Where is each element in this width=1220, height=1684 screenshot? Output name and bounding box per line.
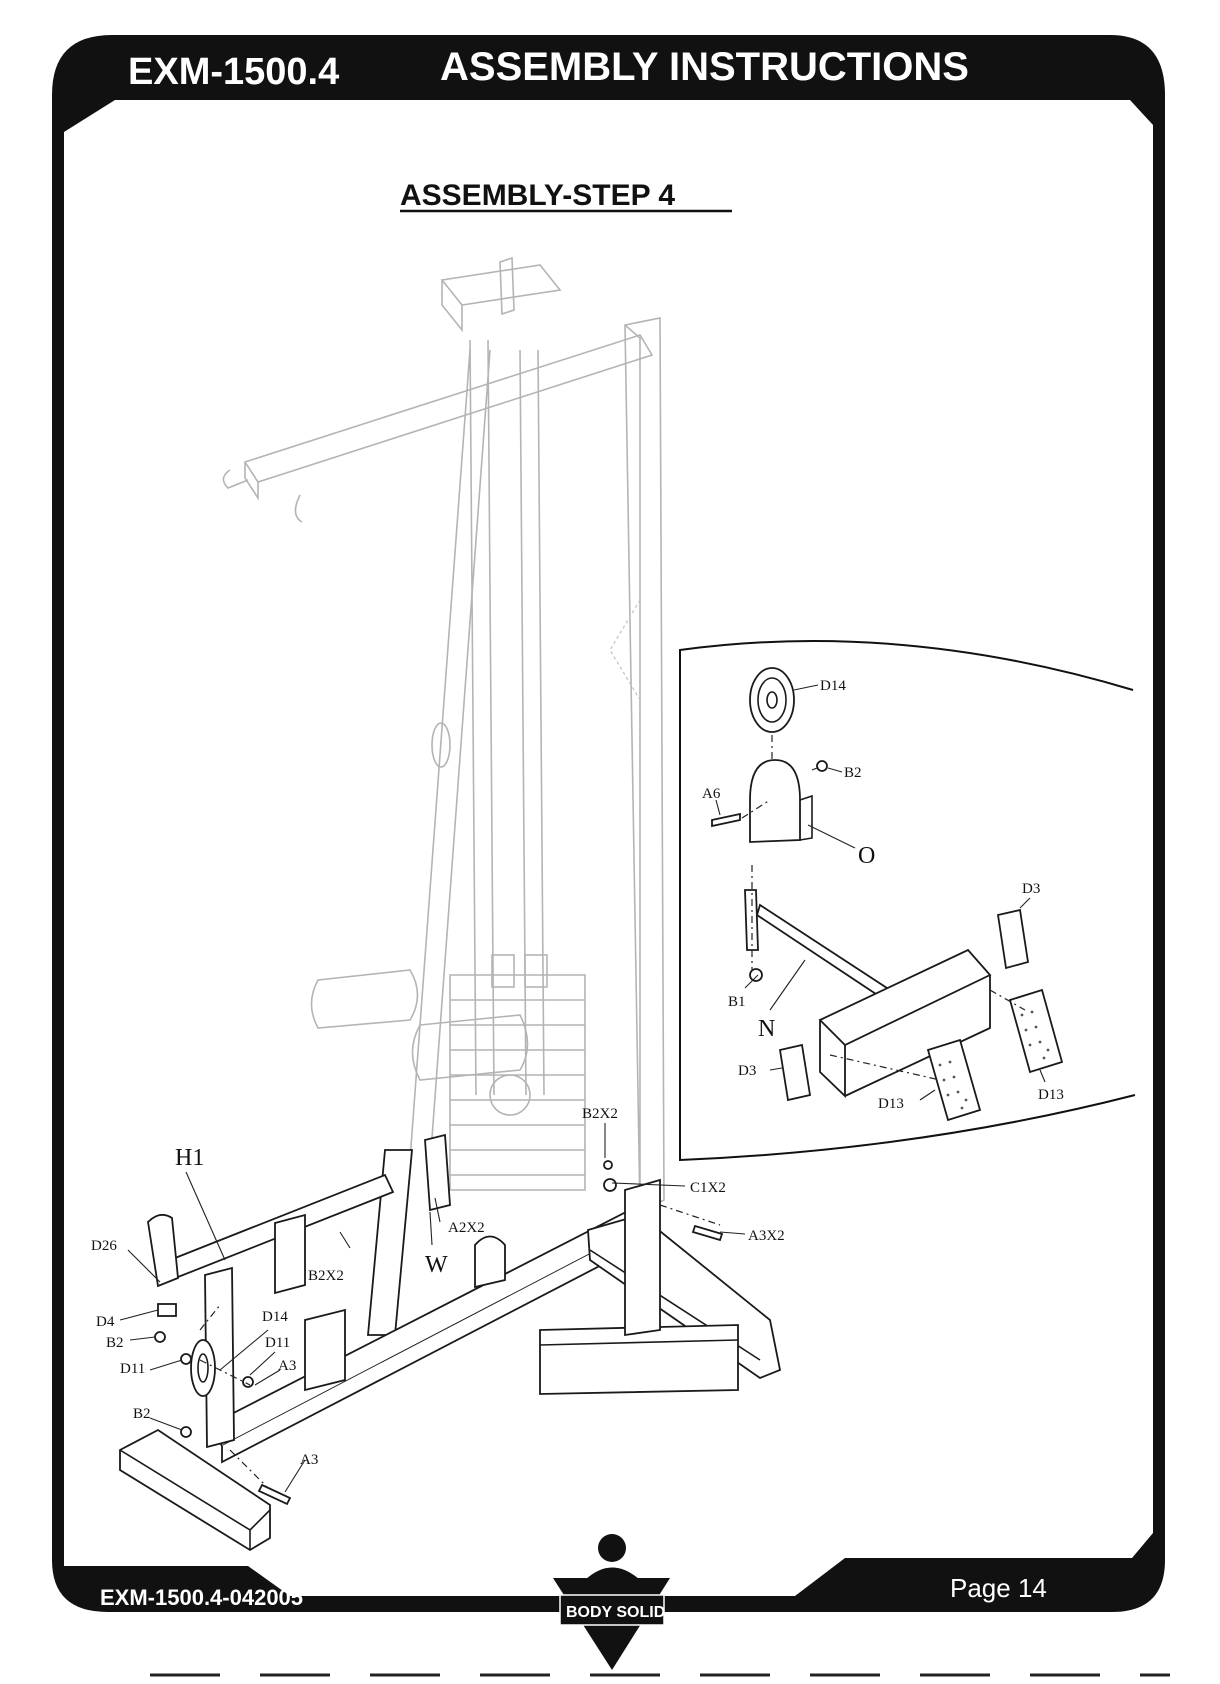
step-title: ASSEMBLY-STEP 4 [400, 179, 675, 212]
leader-lines [119, 684, 1046, 1493]
label-h1: H1 [175, 1145, 204, 1171]
header-title: ASSEMBLY INSTRUCTIONS [440, 45, 969, 89]
label-w: W [425, 1252, 448, 1278]
logo-text: BODY SOLID [566, 1604, 665, 1621]
label-b2-left: B2 [106, 1335, 124, 1351]
label-d14-detail: D14 [820, 678, 846, 694]
body-solid-logo: BODY SOLID [553, 1534, 670, 1670]
label-d11-a: D11 [265, 1335, 290, 1351]
label-a6: A6 [702, 786, 721, 802]
label-b2-bottom: B2 [133, 1406, 151, 1422]
label-d14-main: D14 [262, 1309, 288, 1325]
footer-page-label: Page 14 [950, 1573, 1047, 1603]
detail-parts [711, 667, 1064, 1122]
label-b1: B1 [728, 994, 746, 1010]
label-d13-right: D13 [1038, 1087, 1064, 1103]
label-a2x2: A2X2 [448, 1220, 485, 1236]
label-b2x2-mid: B2X2 [308, 1268, 344, 1284]
label-a3-bottom: A3 [300, 1452, 318, 1468]
label-c1x2: C1X2 [690, 1180, 726, 1196]
label-b2-detail: B2 [844, 765, 862, 781]
label-a3-a: A3 [278, 1358, 296, 1374]
ghost-frame [222, 256, 665, 1214]
label-d3-bottom: D3 [738, 1063, 756, 1079]
label-d13-left: D13 [878, 1096, 904, 1112]
label-d11-b: D11 [120, 1361, 145, 1377]
callout-labels: D14 B2 A6 O D3 B1 N D3 D13 D13 B2X2 C1X2… [91, 678, 1064, 1468]
label-d3-top: D3 [1022, 881, 1040, 897]
label-d4: D4 [96, 1314, 115, 1330]
label-a3x2: A3X2 [748, 1228, 785, 1244]
header-model: EXM-1500.4 [128, 51, 339, 93]
base-assembly [119, 1133, 782, 1552]
label-d26: D26 [91, 1238, 117, 1254]
label-n: N [758, 1016, 775, 1042]
label-b2x2-top: B2X2 [582, 1106, 618, 1122]
label-o: O [858, 843, 875, 869]
footer-doc-code: EXM-1500.4-042005 [100, 1585, 303, 1610]
detail-bubble [678, 640, 1136, 1162]
